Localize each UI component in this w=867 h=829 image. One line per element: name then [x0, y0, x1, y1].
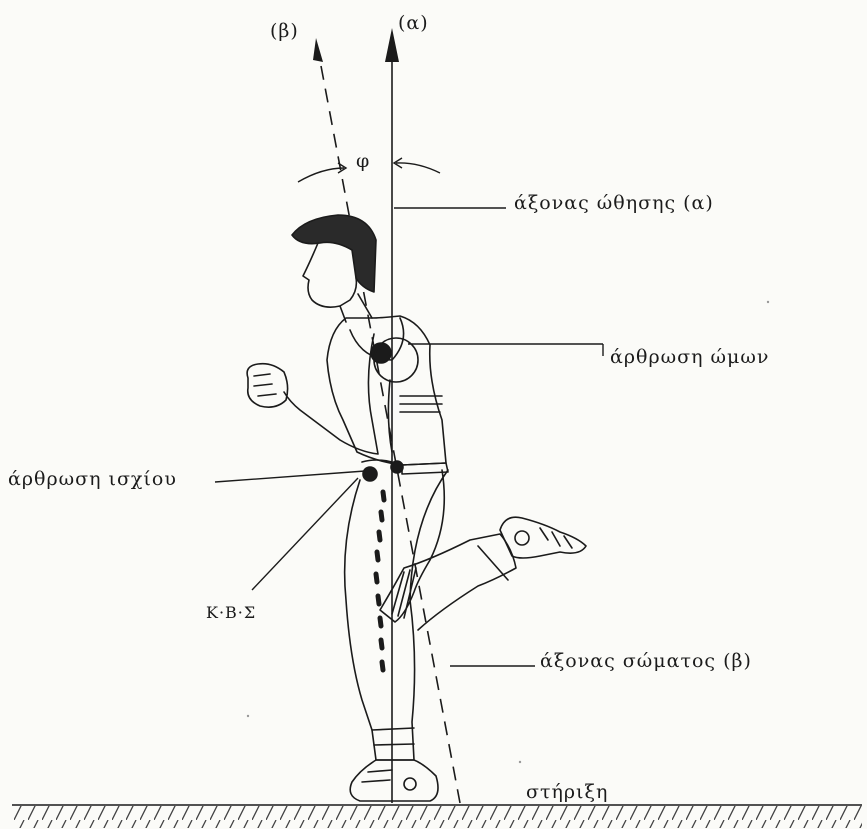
cog-marker — [391, 461, 403, 473]
body-axis-arrowhead — [313, 38, 323, 62]
paper-specks — [247, 301, 769, 763]
cog-leader — [252, 478, 358, 590]
thrust-axis-label: άξονας ώθησης (α) — [514, 192, 714, 214]
axis-beta-marker: (β) — [270, 20, 299, 42]
axis-alpha-marker: (α) — [398, 12, 429, 34]
hip-leader — [215, 471, 365, 482]
fist — [247, 364, 287, 407]
support-shoe — [350, 760, 438, 801]
ground — [12, 805, 862, 828]
hair — [292, 215, 376, 292]
arm — [284, 334, 378, 454]
body-axis-label: άξονας σώματος (β) — [540, 650, 752, 672]
support-label: στήριξη — [526, 781, 608, 803]
shoulder-joint-label: άρθρωση ώμων — [610, 346, 769, 368]
center-of-gravity-label: Κ·Β·Σ — [206, 603, 256, 622]
face — [303, 243, 356, 307]
pants-stripe — [376, 492, 384, 670]
hip-joint-label: άρθρωση ισχίου — [8, 468, 177, 490]
body-axis-beta — [313, 38, 460, 803]
swing-shoe — [500, 517, 586, 558]
hip-joint-marker — [362, 460, 392, 462]
angle-phi-label: φ — [356, 150, 370, 172]
thrust-axis-arrowhead — [385, 28, 399, 62]
runner-figure — [247, 215, 586, 801]
support-leg — [345, 470, 448, 760]
